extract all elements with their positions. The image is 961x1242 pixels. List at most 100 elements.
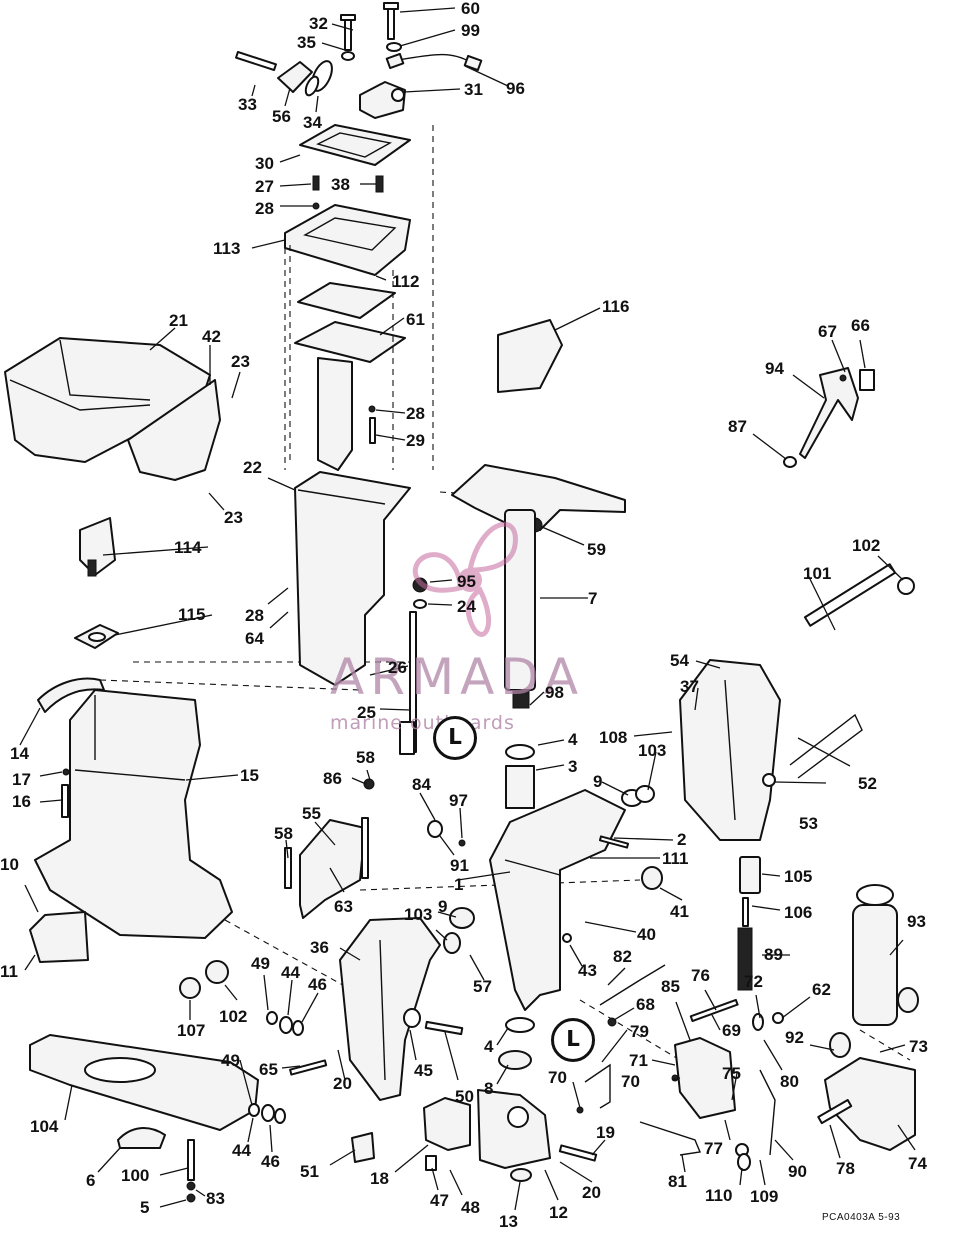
part-number-label: 84 xyxy=(412,775,431,794)
part-number-label: 17 xyxy=(12,770,31,789)
part-number-label: 102 xyxy=(852,536,881,555)
part-number-label: 57 xyxy=(473,977,492,996)
part-number-label: 61 xyxy=(406,310,425,329)
part-number-label: 19 xyxy=(596,1123,615,1142)
part-number-label: 87 xyxy=(728,417,747,436)
part-number-label: 9 xyxy=(593,772,603,791)
sealant-badge: ᒪ xyxy=(433,716,477,760)
part-number-label: 28 xyxy=(255,199,274,218)
part-number-label: 11 xyxy=(0,962,18,981)
part-number-label: 41 xyxy=(670,902,689,921)
part-number-label: 73 xyxy=(909,1037,928,1056)
part-number-label: 78 xyxy=(836,1159,855,1178)
part-number-label: 89 xyxy=(764,945,783,964)
part-number-label: 42 xyxy=(202,327,221,346)
part-number-label: 98 xyxy=(545,683,564,702)
part-number-label: 4 xyxy=(568,730,578,749)
part-number-label: 15 xyxy=(240,766,259,785)
part-number-label: 4 xyxy=(484,1037,494,1056)
part-number-label: 109 xyxy=(750,1187,779,1206)
part-number-label: 37 xyxy=(680,677,699,696)
part-number-label: 110 xyxy=(705,1186,733,1205)
part-number-label: 85 xyxy=(661,977,680,996)
part-number-label: 91 xyxy=(450,856,469,875)
part-number-label: 60 xyxy=(461,0,480,18)
part-number-label: 93 xyxy=(907,912,926,931)
part-number-label: 46 xyxy=(308,975,327,994)
part-number-label: 59 xyxy=(587,540,606,559)
part-number-label: 71 xyxy=(629,1051,648,1070)
part-number-label: 46 xyxy=(261,1152,280,1171)
part-number-label: 105 xyxy=(784,867,813,886)
part-number-label: 58 xyxy=(356,748,375,767)
part-number-label: 53 xyxy=(799,814,818,833)
adapter-plates xyxy=(284,124,411,471)
part-number-label: 107 xyxy=(177,1021,206,1040)
part-number-label: 31 xyxy=(464,80,483,99)
part-number-label: 35 xyxy=(297,33,316,52)
part-number-label: 81 xyxy=(668,1172,687,1191)
transom-brackets xyxy=(339,319,915,1101)
part-number-label: 56 xyxy=(272,107,291,126)
part-number-label: 95 xyxy=(457,572,476,591)
part-number-label: 24 xyxy=(457,597,476,616)
part-number-label: 9 xyxy=(438,897,448,916)
part-number-label: 64 xyxy=(245,629,264,648)
part-number-label: 114 xyxy=(174,538,202,557)
part-number-label: 66 xyxy=(851,316,870,335)
part-number-label: 63 xyxy=(334,897,353,916)
part-number-label: 83 xyxy=(206,1189,225,1208)
part-number-label: 55 xyxy=(302,804,321,823)
part-number-label: 5 xyxy=(140,1198,150,1217)
part-number-label: 13 xyxy=(499,1212,518,1231)
part-number-label: 115 xyxy=(178,605,206,624)
part-number-label: 76 xyxy=(691,966,710,985)
part-number-label: 80 xyxy=(780,1072,799,1091)
drawing-reference-code: PCA0403A 5-93 xyxy=(822,1212,901,1223)
part-number-label: 111 xyxy=(662,849,689,868)
part-number-label: 32 xyxy=(309,14,328,33)
part-number-label: 103 xyxy=(638,741,667,760)
part-number-label: 69 xyxy=(722,1021,741,1040)
part-number-label: 16 xyxy=(12,792,31,811)
part-number-label: 82 xyxy=(613,947,632,966)
part-number-label: 104 xyxy=(30,1117,59,1136)
part-number-label: 97 xyxy=(449,791,468,810)
tilt-components xyxy=(584,856,919,1171)
part-number-label: 62 xyxy=(812,980,831,999)
part-number-label: 67 xyxy=(818,322,837,341)
part-number-label: 94 xyxy=(765,359,784,378)
part-number-label: 29 xyxy=(406,431,425,450)
part-number-label: 47 xyxy=(430,1191,449,1210)
part-number-label: 2 xyxy=(677,830,687,849)
part-number-label: 68 xyxy=(636,995,655,1014)
part-number-label: 50 xyxy=(455,1087,474,1106)
part-number-label: 21 xyxy=(169,311,188,330)
part-number-label: 23 xyxy=(231,352,250,371)
part-number-label: 113 xyxy=(213,239,241,258)
part-number-label: 52 xyxy=(858,774,877,793)
part-number-label: 72 xyxy=(744,972,763,991)
lower-cowl-parts xyxy=(4,337,221,818)
part-number-label: 44 xyxy=(281,963,300,982)
part-number-label: 25 xyxy=(357,703,376,722)
part-number-label: 106 xyxy=(784,903,813,922)
part-number-label: 44 xyxy=(232,1141,251,1160)
sealant-badge: ᒪ xyxy=(551,1018,595,1062)
watermark-title: ARMADA xyxy=(330,648,585,706)
part-number-label: 28 xyxy=(245,606,264,625)
part-number-label: 34 xyxy=(303,113,322,132)
part-number-label: 14 xyxy=(10,744,29,763)
part-number-label: 86 xyxy=(323,769,342,788)
part-number-label: 22 xyxy=(243,458,262,477)
part-number-label: 1 xyxy=(454,875,464,894)
part-number-label: 112 xyxy=(392,272,420,291)
part-number-label: 49 xyxy=(221,1051,240,1070)
part-number-label: 100 xyxy=(121,1166,150,1185)
part-number-label: 92 xyxy=(785,1028,804,1047)
part-number-label: 101 xyxy=(803,564,832,583)
part-number-label: 70 xyxy=(621,1072,640,1091)
part-number-label: 116 xyxy=(602,297,630,316)
